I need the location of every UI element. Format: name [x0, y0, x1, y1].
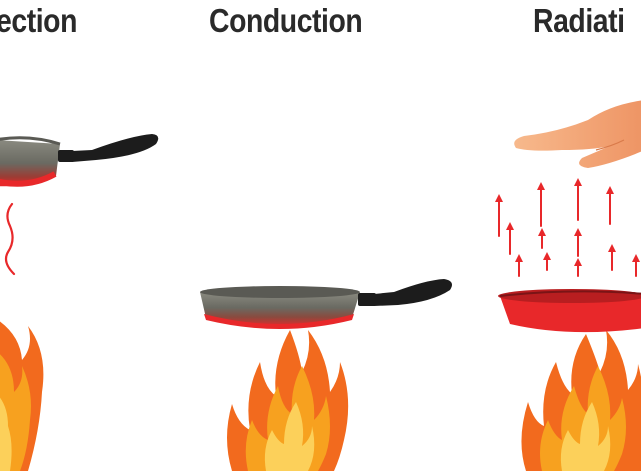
convection-label: ection: [0, 2, 78, 39]
pan-handle-icon: [358, 279, 452, 306]
conduction-scene: [200, 279, 452, 471]
flame-icon: [521, 330, 641, 471]
conduction-label: Conduction: [209, 2, 363, 39]
frying-pan-icon: [200, 286, 360, 329]
heat-wave-icon: [4, 202, 16, 276]
radiation-label: Radiati: [533, 2, 625, 39]
frying-pan-icon: [498, 289, 641, 333]
flame-icon: [227, 330, 349, 471]
radiation-arrow-icon: [495, 178, 640, 277]
convection-scene: [0, 134, 159, 471]
hand-icon: [514, 100, 641, 168]
radiation-scene: [495, 100, 641, 471]
pan-handle-icon: [58, 134, 159, 162]
frying-pan-icon: [0, 136, 61, 187]
flame-icon: [0, 321, 44, 471]
